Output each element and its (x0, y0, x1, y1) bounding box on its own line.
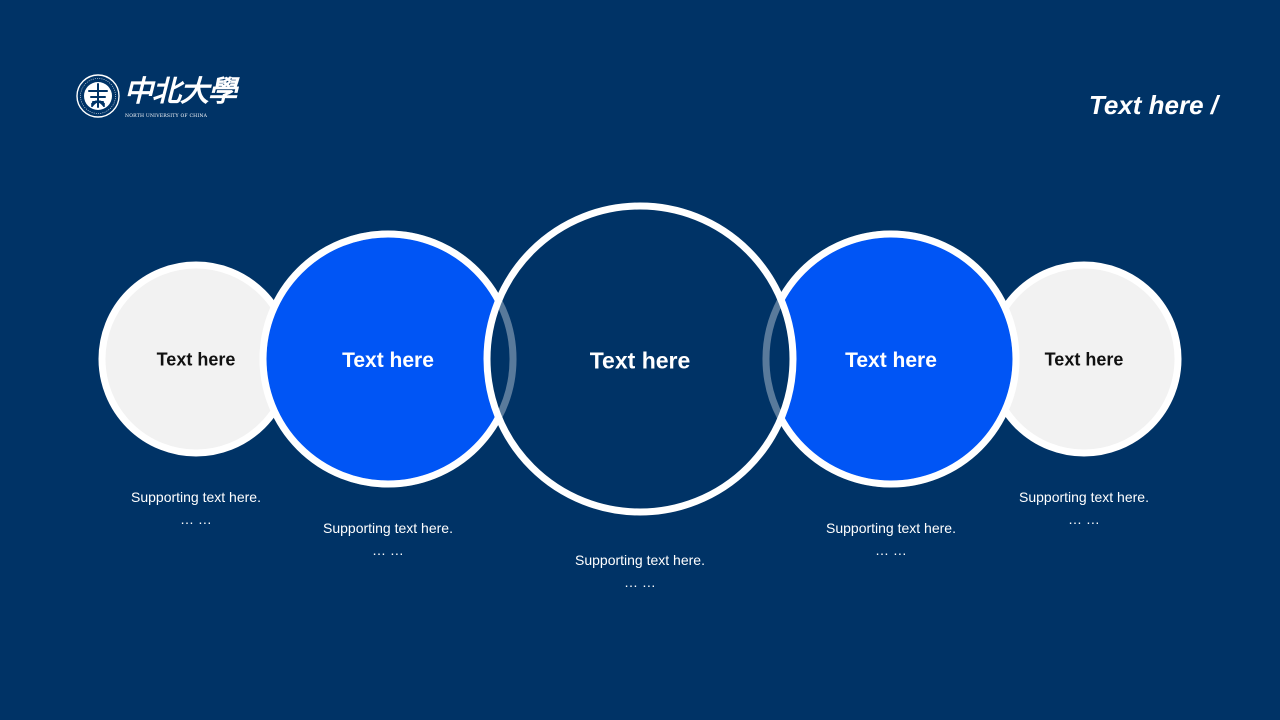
blue-ring-left-outer (495, 299, 517, 419)
node-3-caption-line2: … … (624, 574, 656, 590)
node-1-label: Text here (156, 349, 236, 370)
node-5-caption-line2: … … (1068, 511, 1100, 527)
node-1-caption: Supporting text here. … … (86, 486, 306, 530)
circle-node-3 (483, 202, 797, 516)
node-4-caption-line1: Supporting text here. (826, 520, 956, 536)
node-3-label: Text here (589, 347, 691, 374)
node-1-caption-line1: Supporting text here. (131, 489, 261, 505)
node-3-caption-line1: Supporting text here. (575, 552, 705, 568)
node-2-label: Text here (342, 349, 434, 372)
university-logo: 中北大學 NORTH UNIVERSITY OF CHINA (76, 73, 237, 123)
node-4-caption: Supporting text here. … … (781, 517, 1001, 561)
university-subtitle: NORTH UNIVERSITY OF CHINA (125, 114, 208, 119)
node-4-caption-line2: … … (875, 542, 907, 558)
node-3-caption: Supporting text here. … … (530, 549, 750, 593)
university-seal-icon (76, 74, 120, 118)
node-5-caption-line1: Supporting text here. (1019, 489, 1149, 505)
university-name: 中北大學 (124, 74, 237, 108)
blue-ring-right-outer (762, 299, 784, 419)
page-title: Text here / (1088, 90, 1218, 120)
node-1-caption-line2: … … (180, 511, 212, 527)
node-2-caption: Supporting text here. … … (278, 517, 498, 561)
node-4-label: Text here (845, 349, 937, 372)
node-2-caption-line1: Supporting text here. (323, 520, 453, 536)
node-5-label: Text here (1044, 349, 1124, 370)
node-2-caption-line2: … … (372, 542, 404, 558)
node-5-caption: Supporting text here. … … (974, 486, 1194, 530)
